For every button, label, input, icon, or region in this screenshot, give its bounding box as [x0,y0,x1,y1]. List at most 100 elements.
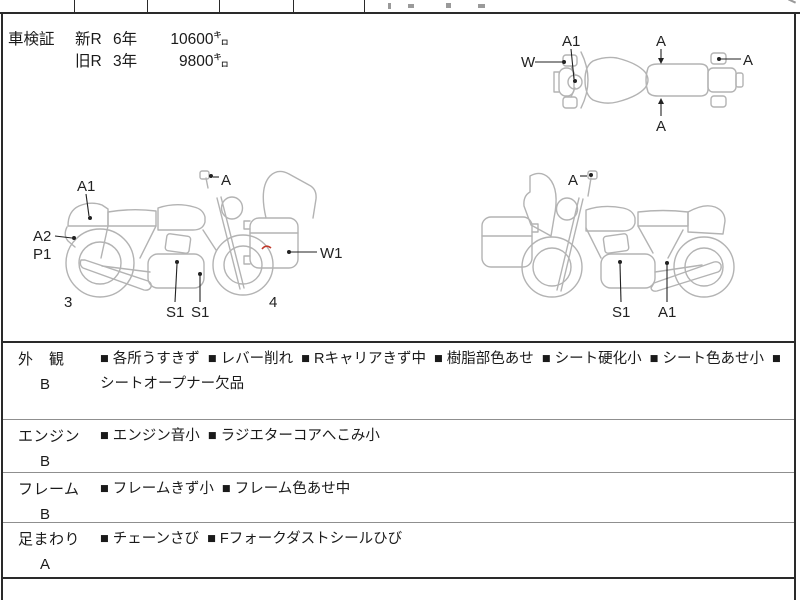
top-table-divider [364,0,365,12]
sheet-top-border [0,12,800,14]
label-a1: A1 [658,304,676,321]
label-a1: A1 [562,33,580,50]
mileage-old: 9800㌔ [179,53,229,70]
label-w: W [521,54,536,71]
mirror-shape [587,170,598,180]
section-name: エンジン [18,428,81,445]
left-side-annotations: A1 A2 P1 A W1 S1 S1 3 4 [33,172,343,321]
tail-cowl-shape [687,205,726,235]
section-grade: A [40,556,51,573]
label-wheel-4: 4 [269,294,277,311]
cropped-text-remnant [446,3,451,8]
inspection-certificate-title: 車検証 [8,31,55,48]
engine-shape [600,253,656,289]
front-cowl-box-shape [249,217,299,269]
condition-row-exterior: 外 観 B ■ 各所うすきず ■ レバー削れ ■ Rキャリアきず中 ■ 樹脂部色… [3,343,794,420]
mirror-right-shape [562,96,578,109]
fuel-tank-shape [585,205,636,232]
windshield-shape [523,172,557,237]
mileage-new: 10600㌔ [170,31,229,48]
seat-shape [107,209,157,227]
top-table-divider [219,0,220,12]
section-label: エンジン B [18,424,103,474]
windshield-shape [580,51,589,109]
defect-list: ■ エンジン音小 ■ ラジエターコアへこみ小 [100,428,380,444]
condition-row-undercarriage: 足まわり A ■ チェーンさび ■ Fフォークダストシールひび [3,523,794,577]
label-s1: S1 [612,304,630,321]
table-row: 旧R 3年 9800㌔ [75,51,229,73]
sheet-left-border [1,12,3,600]
defect-list: ■ フレームきず小 ■ フレーム色あせ中 [100,481,351,497]
label-a1: A1 [77,178,95,195]
fuel-tank-shape [157,204,206,231]
table-row: 新R 6年 10600㌔ [75,29,229,51]
label-s1-first: S1 [166,304,184,321]
rear-indicator-bottom-shape [710,95,727,108]
cropped-text-remnant [787,0,797,4]
exhaust-shape [79,259,152,291]
motorcycle-top-view-sketch [553,51,744,109]
sheet-right-border [794,12,796,600]
label-wheel-3: 3 [64,294,72,311]
section-grade: B [40,453,51,470]
top-view-annotations: W A1 A A A [521,33,753,135]
label-a-top: A [656,33,666,50]
damage-mark-red [261,245,272,250]
inspection-certificate-table: 新R 6年 10600㌔ 旧R 3年 9800㌔ [75,29,229,73]
label-p1: P1 [33,246,51,263]
label-s1-second: S1 [191,304,209,321]
section-name: フレーム [18,481,80,498]
section-label: フレーム B [18,477,103,527]
right-side-annotations: A S1 A1 [568,172,676,321]
year-new: 6年 [113,31,138,48]
inspection-certificate-block: 車検証 新R 6年 10600㌔ 旧R 3年 9800㌔ [8,29,229,73]
label-a2: A2 [33,228,51,245]
condition-table-bottom-border [1,577,796,579]
motorcycle-right-side-sketch [481,170,735,298]
steering-head-shape [567,74,583,90]
motorcycle-right-side-diagram: A S1 A1 [481,170,735,321]
motorcycle-left-side-diagram: A1 A2 P1 A W1 S1 S1 3 4 [33,170,343,321]
condition-table-top-border [1,341,796,343]
era-old: 旧R [75,53,102,70]
airbox-shape [164,233,192,254]
windshield-shape [262,170,317,219]
airbox-shape [602,233,630,254]
top-table-divider [293,0,294,12]
cropped-text-remnant [408,4,414,8]
top-table-divider [147,0,148,12]
front-fender-shape [558,67,575,97]
top-table-divider [74,0,75,12]
headlight-shape [220,196,244,220]
label-a-mirror: A [221,172,231,189]
section-grade: B [40,506,51,523]
section-label: 足まわり A [18,527,103,577]
front-cowl-box-shape [481,216,533,268]
section-grade: B [40,376,51,393]
mirror-shape [199,170,210,180]
section-name: 外 観 [18,351,65,368]
year-old: 3年 [113,53,138,70]
condition-row-engine: エンジン B ■ エンジン音小 ■ ラジエターコアへこみ小 [3,420,794,473]
cropped-text-remnant [388,3,391,9]
rear-fender-shape [64,226,76,248]
label-a-bottom: A [656,118,666,135]
rear-wheel-shape [65,228,135,298]
defect-list: ■ チェーンさび ■ Fフォークダストシールひび [100,531,403,547]
front-wheel-shape [212,234,274,296]
motorcycle-top-view-diagram: W A1 A A A [521,33,753,135]
seat-shape [645,63,709,97]
seat-shape [637,209,689,227]
front-wheel-shape [521,236,583,298]
label-w1: W1 [320,245,343,262]
tail-shape [707,67,737,93]
fuel-tank-shape [584,56,649,104]
label-a-mirror: A [568,172,578,189]
cropped-text-remnant [478,4,485,8]
section-label: 外 観 B [18,347,103,397]
era-new: 新R [75,31,102,48]
motorcycle-left-side-sketch [64,170,317,298]
defect-list: ■ 各所うすきず ■ レバー削れ ■ Rキャリアきず中 ■ 樹脂部色あせ ■ シ… [100,351,785,392]
condition-row-frame: フレーム B ■ フレームきず小 ■ フレーム色あせ中 [3,473,794,523]
